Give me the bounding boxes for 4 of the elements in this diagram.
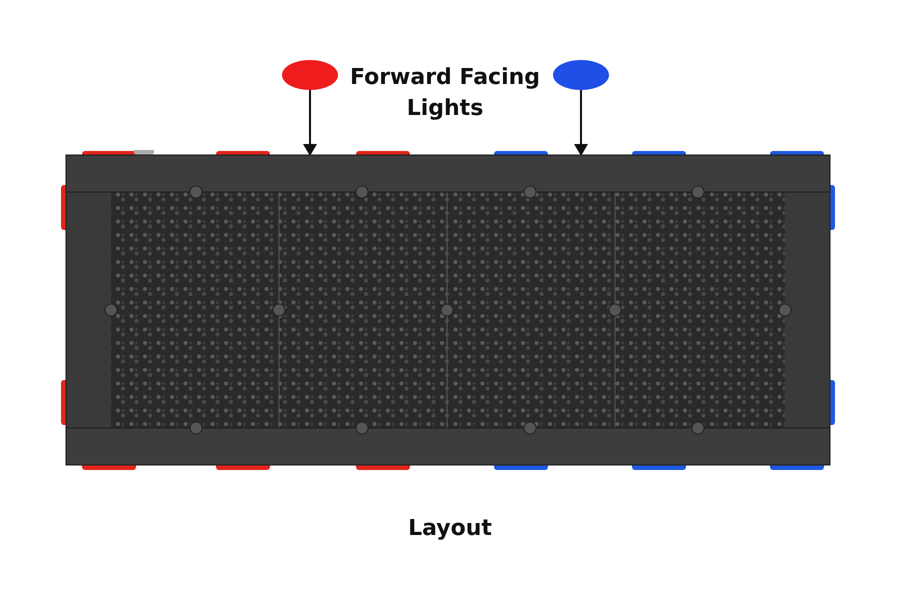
callout-text: Forward Facing Lights	[348, 64, 542, 123]
arrow	[303, 90, 317, 156]
arrow	[574, 90, 588, 156]
caption: Layout	[407, 515, 493, 543]
